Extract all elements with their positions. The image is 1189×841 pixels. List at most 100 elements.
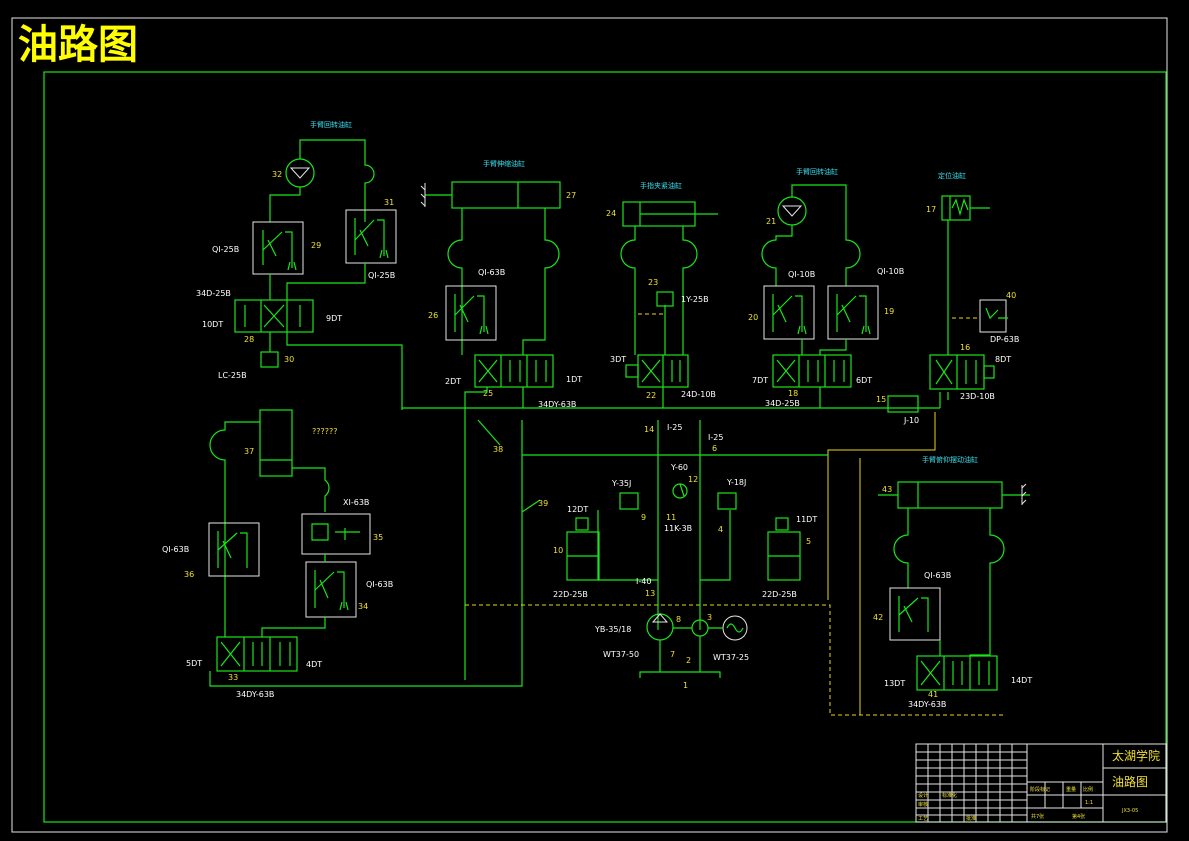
label-8dt: 8DT	[995, 355, 1011, 364]
label-34dy63b-b: 34DY-63B	[236, 690, 274, 699]
cylinder-label-arm-rotation-2: 手臂回转油缸	[796, 167, 838, 176]
label-32: 32	[272, 170, 282, 179]
label-11: 11	[666, 513, 676, 522]
label-i40: I-40	[636, 577, 651, 586]
label-38: 38	[493, 445, 503, 454]
valve-33	[216, 636, 298, 672]
pump-8	[646, 613, 674, 641]
label-30: 30	[284, 355, 294, 364]
throttle-34	[305, 561, 357, 618]
valve-18	[772, 354, 852, 388]
inner-border	[43, 71, 1167, 823]
valve-35-symbol	[311, 523, 360, 541]
pump-suction-lines	[639, 636, 721, 678]
label-13: 13	[645, 589, 655, 598]
pipe-group1-down	[269, 263, 366, 300]
electric-motor	[722, 615, 748, 641]
label-1: 1	[683, 681, 688, 690]
label-36: 36	[184, 570, 194, 579]
pipe-valve28-down	[269, 332, 940, 409]
check-valve-30	[260, 351, 279, 368]
valve-16	[929, 354, 995, 390]
label-10: 10	[553, 546, 563, 555]
title-block-scale: 1:1	[1085, 800, 1093, 806]
valve-25	[474, 354, 554, 388]
label-4: 4	[718, 525, 723, 534]
pipe-group7	[893, 508, 1005, 656]
pressure-valve-23	[656, 291, 674, 307]
drawing-title: 油路图	[18, 21, 138, 68]
valve-35	[301, 513, 371, 555]
label-8: 8	[676, 615, 681, 624]
label-y18j: Y-18J	[726, 478, 746, 487]
label-23d10b: 23D-10B	[960, 392, 995, 401]
label-qi25b-b: QI-25B	[368, 271, 395, 280]
label-4dt: 4DT	[306, 660, 322, 669]
label-22d25b-a: 22D-25B	[553, 590, 588, 599]
title-block-sheet-no: 第4张	[1072, 813, 1085, 820]
pressure-switch-40	[979, 299, 1007, 333]
label-10dt: 10DT	[202, 320, 223, 329]
pipe-group4-down	[801, 339, 847, 355]
label-37: 37	[244, 447, 254, 456]
label-43: 43	[882, 485, 892, 494]
label-5: 5	[806, 537, 811, 546]
title-block-ratio: 比例	[1083, 786, 1093, 793]
label-22: 22	[646, 391, 656, 400]
title-block-sheets-total: 共7张	[1031, 813, 1044, 820]
label-3: 3	[707, 613, 712, 622]
label-31: 31	[384, 198, 394, 207]
label-22d25b-b: 22D-25B	[762, 590, 797, 599]
label-yb3518: YB-35/18	[594, 625, 631, 634]
title-block-school: 太湖学院	[1112, 748, 1160, 763]
throttle-20	[763, 285, 815, 340]
cylinder-43	[878, 481, 1030, 509]
label-7: 7	[670, 650, 675, 659]
label-13dt: 13DT	[884, 679, 905, 688]
label-2dt: 2DT	[445, 377, 461, 386]
label-qi63b-a: QI-63B	[478, 268, 505, 277]
label-35: 35	[373, 533, 383, 542]
throttle-19-symbol	[836, 294, 871, 335]
valve-41	[916, 655, 998, 691]
throttle-26	[445, 285, 497, 341]
label-qi63b-b: QI-63B	[162, 545, 189, 554]
title-block-design: 设计	[918, 792, 928, 799]
label-dp63b: DP-63B	[990, 335, 1019, 344]
label-11dt: 11DT	[796, 515, 817, 524]
label-y35j: Y-35J	[611, 479, 631, 488]
label-11k3b: 11K-3B	[664, 524, 692, 533]
main-pressure-line	[401, 387, 941, 680]
cylinder-label-arm-pitch: 手臂俯仰摆动油缸	[922, 455, 978, 464]
label-lc25b: LC-25B	[218, 371, 247, 380]
label-xi63b: XI-63B	[343, 498, 369, 507]
valve-28	[234, 299, 314, 333]
pipe-39-tick	[521, 499, 541, 513]
pipe-group2	[447, 208, 560, 355]
label-41: 41	[928, 690, 938, 699]
title-block-drawing-no: JX3-05	[1121, 808, 1138, 814]
label-33: 33	[228, 673, 238, 682]
label-7dt: 7DT	[752, 376, 768, 385]
title-block	[915, 743, 1167, 823]
label-wt3750: WT37-50	[603, 650, 639, 659]
pipe-group1-loop	[269, 139, 375, 222]
valve-15	[887, 395, 919, 413]
label-26: 26	[428, 311, 438, 320]
title-block-standard: 标准化	[942, 792, 957, 799]
throttle-36	[208, 522, 260, 577]
valve-5	[767, 517, 801, 581]
label-qi63b-c: QI-63B	[366, 580, 393, 589]
label-34d25b-b: 34D-25B	[765, 399, 800, 408]
label-39: 39	[538, 499, 548, 508]
throttle-42-symbol	[898, 596, 929, 632]
throttle-26-symbol	[454, 294, 489, 335]
throttle-31-symbol	[354, 218, 389, 259]
cylinder-label-arm-telescoping: 手臂伸缩油缸	[483, 159, 525, 168]
pressure-gauge-12	[672, 483, 688, 499]
title-block-drawing-name: 油路图	[1112, 774, 1148, 789]
cylinder-label-finger-clamp: 手指夹紧油缸	[640, 181, 682, 190]
cylinder-17	[941, 195, 990, 221]
label-16: 16	[960, 343, 970, 352]
